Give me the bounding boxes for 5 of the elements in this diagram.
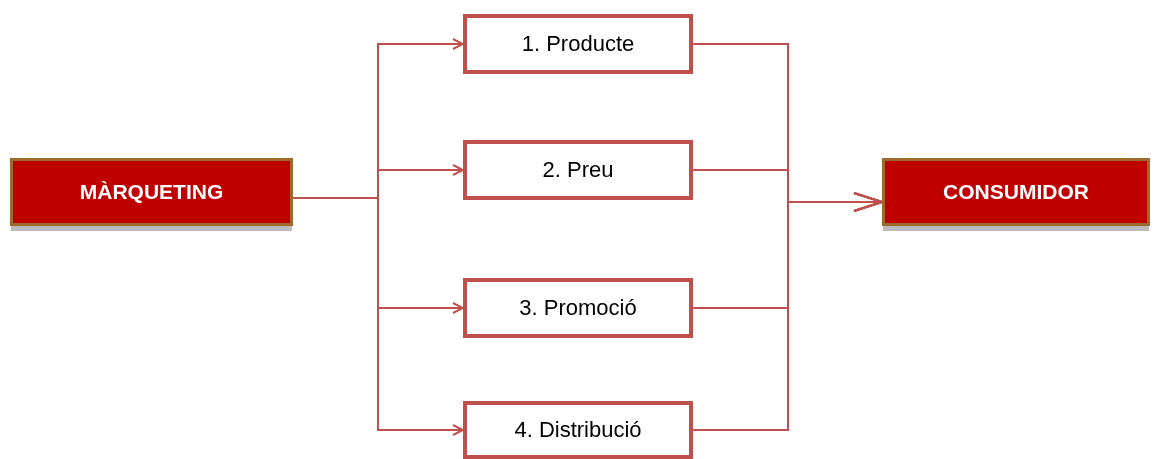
process-box: 3. Promoció bbox=[463, 278, 693, 338]
process-box: 4. Distribució bbox=[463, 401, 693, 459]
arrow bbox=[692, 192, 883, 431]
process-box: 2. Preu bbox=[463, 140, 693, 200]
process-box: 1. Producte bbox=[463, 14, 693, 74]
